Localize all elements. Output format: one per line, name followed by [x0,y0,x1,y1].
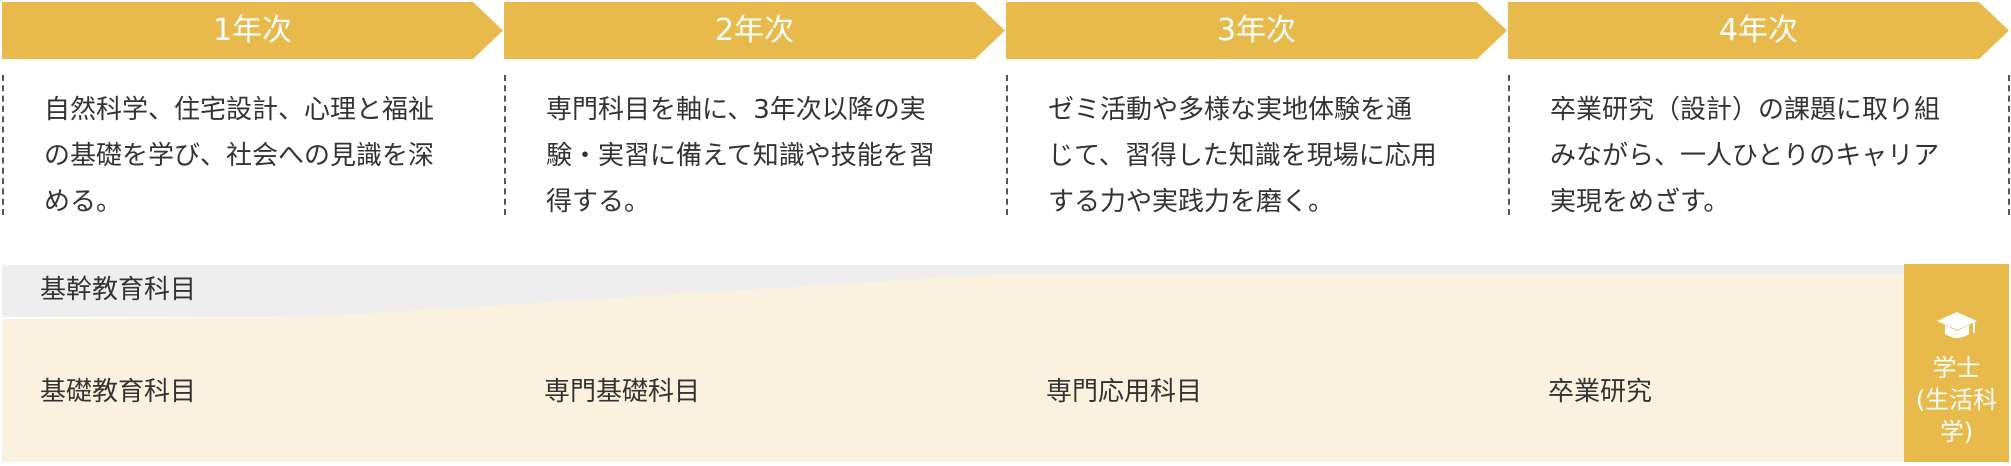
description-line: 専門科目を軸に、3年次以降の実 [546,95,926,125]
description-line: 験・実習に備えて知識や技能を習 [546,141,935,171]
year-2-header: 2年次 [504,2,1005,59]
degree-badge: 学士 (生活科学) [1904,264,2009,462]
stage-label-specialized-applied: 専門応用科目 [1046,377,1203,407]
description-line: の基礎を学び、社会への見識を深 [44,141,435,171]
year-4-header: 4年次 [1508,2,2009,59]
description-line: 卒業研究（設計）の課題に取り組 [1550,95,1941,125]
year-3-description: ゼミ活動や多様な実地体験を通 じて、習得した知識を現場に応用 する力や実践力を磨… [1006,75,1508,217]
description-line: 得する。 [546,187,651,217]
graduation-cap-icon [1936,312,1977,338]
description-line: 自然科学、住宅設計、心理と福祉 [44,95,435,125]
description-line: じて、習得した知識を現場に応用 [1048,141,1437,171]
description-line: ゼミ活動や多様な実地体験を通 [1048,95,1413,125]
year-2-description: 専門科目を軸に、3年次以降の実 験・実習に備えて知識や技能を習 得する。 [504,75,1006,217]
degree-field: (生活科学) [1915,386,1998,446]
year-1-description: 自然科学、住宅設計、心理と福祉 の基礎を学び、社会への見識を深 める。 [2,75,504,217]
basic-band-label: 基幹教育科目 [40,275,197,305]
year-1-header: 1年次 [2,2,503,59]
description-line: する力や実践力を磨く。 [1048,187,1335,217]
stage-label-specialized-basic: 専門基礎科目 [544,377,701,407]
year-4-description: 卒業研究（設計）の課題に取り組 みながら、一人ひとりのキャリア 実現をめざす。 [1508,75,2010,217]
stage-label-foundation: 基礎教育科目 [40,377,197,407]
stage-label-graduation-research: 卒業研究 [1548,377,1653,407]
description-line: みながら、一人ひとりのキャリア [1550,141,1940,171]
description-line: 実現をめざす。 [1550,187,1730,217]
description-line: める。 [44,187,123,217]
degree-title: 学士 [1932,354,1981,382]
year-3-header: 3年次 [1006,2,1507,59]
